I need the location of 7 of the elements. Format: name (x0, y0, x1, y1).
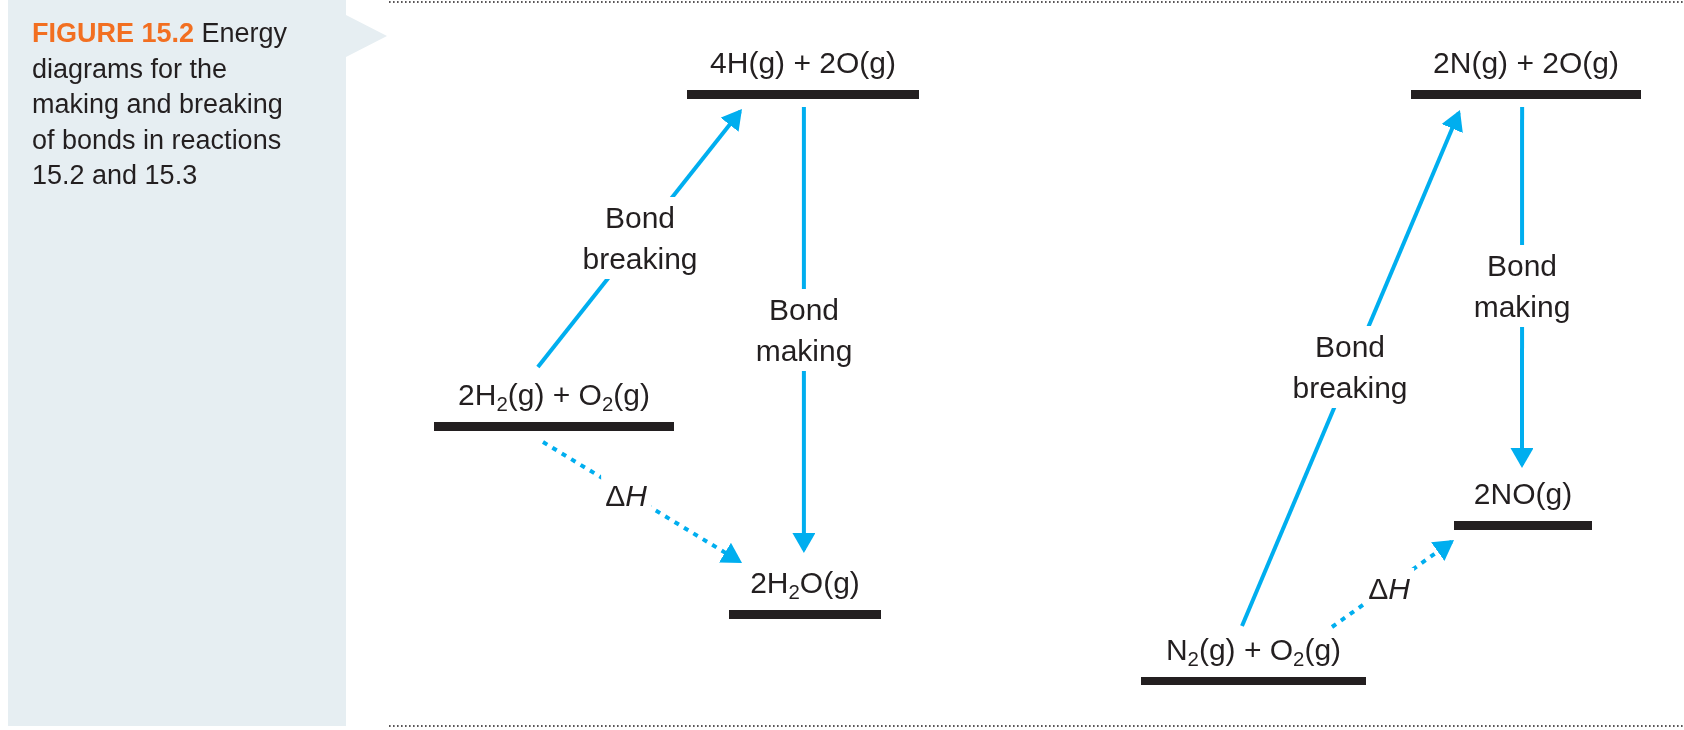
figure-caption: FIGURE 15.2 Energy diagrams for the making and breaking of bonds in reactions 15.2 and 15.3 (32, 17, 289, 192)
energy-level: 2H$_{2}$O(g) (729, 565, 881, 619)
energy-level: 4H(g) + 2O(g) (687, 45, 919, 99)
energy-level: 2NO(g) (1454, 476, 1592, 530)
energy-level: 2N(g) + 2O(g) (1411, 45, 1641, 99)
energy-level: N$_{2}$(g) + O$_{2}$(g) (1141, 632, 1366, 685)
energy-level: 2H$_{2}$(g) + O$_{2}$(g) (434, 377, 674, 431)
